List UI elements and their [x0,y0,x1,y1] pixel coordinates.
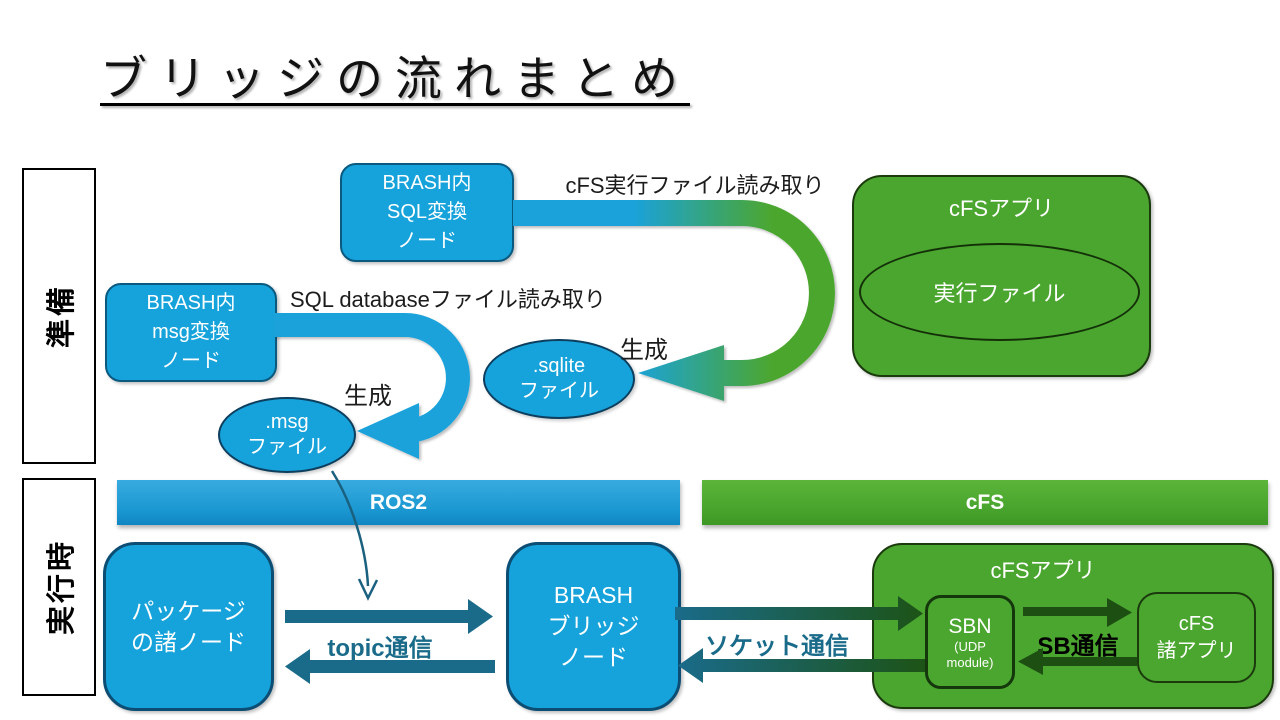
label-generate-sqlite: 生成 [620,337,668,364]
lane-runtime: 実行時 [22,478,96,696]
box-cfs-app-runtime: cFSアプリ SBN (UDP module) SB通信 cFS 諸アプリ [872,543,1274,709]
node-line: ノード [161,350,221,372]
lane-preparation-label: 準備 [45,283,78,349]
lane-runtime-label: 実行時 [46,538,79,636]
arrow-read-sql-head [357,403,419,459]
node-brash-sql-converter: BRASH内 SQL変換 ノード [340,163,514,262]
node-line: module) [946,654,994,670]
node-line: ノード [397,230,457,252]
node-line: cFS [1178,612,1215,635]
node-line: SBN [948,614,992,638]
node-cfs-apps: cFS 諸アプリ [1137,592,1256,683]
box-cfs-app-prep: cFSアプリ 実行ファイル [852,175,1151,377]
label-read-cfs-exec: cFS実行ファイル読み取り [565,173,825,198]
file-line: ファイル [247,436,327,458]
arrow-msg-to-topic-head [357,578,379,601]
label-sb-comm: SB通信 [1037,633,1119,660]
node-line: BRASH [553,582,634,608]
ellipse-msg-file: .msg ファイル [218,397,356,473]
ellipse-exec-file: 実行ファイル [859,243,1140,341]
ellipse-sqlite-file: .sqlite ファイル [483,339,635,419]
node-line: ノード [559,644,628,670]
page-title: ブリッジの流れまとめ [100,52,690,105]
node-sbn: SBN (UDP module) [925,595,1015,689]
node-line: の諸ノード [131,628,246,655]
title-underline [100,103,690,106]
node-line: SQL変換 [386,201,468,223]
label-generate-msg: 生成 [344,383,392,410]
node-line: msg変換 [152,321,230,343]
node-brash-msg-converter: BRASH内 msg変換 ノード [105,283,277,382]
node-line: パッケージ [131,597,246,624]
bar-cfs: cFS [702,480,1268,525]
file-line: .msg [265,411,309,433]
label-socket-comm: ソケット通信 [705,633,849,660]
cfs-app-title: cFSアプリ [948,196,1055,221]
node-line: 諸アプリ [1156,639,1237,662]
node-line: (UDP [954,638,986,654]
node-brash-bridge: BRASH ブリッジ ノード [506,542,681,711]
file-line: .sqlite [532,355,586,377]
node-line: BRASH内 [382,172,472,194]
label-topic-comm: topic通信 [327,635,433,662]
lane-preparation: 準備 [22,168,96,464]
node-line: BRASH内 [146,292,236,314]
node-package-nodes: パッケージ の諸ノード [103,542,274,711]
label-read-sql-database: SQL databaseファイル読み取り [290,287,606,312]
cfs-app-title: cFSアプリ [990,558,1096,583]
bar-ros2: ROS2 [117,480,680,525]
file-line: ファイル [519,380,599,402]
node-line: ブリッジ [547,613,640,639]
